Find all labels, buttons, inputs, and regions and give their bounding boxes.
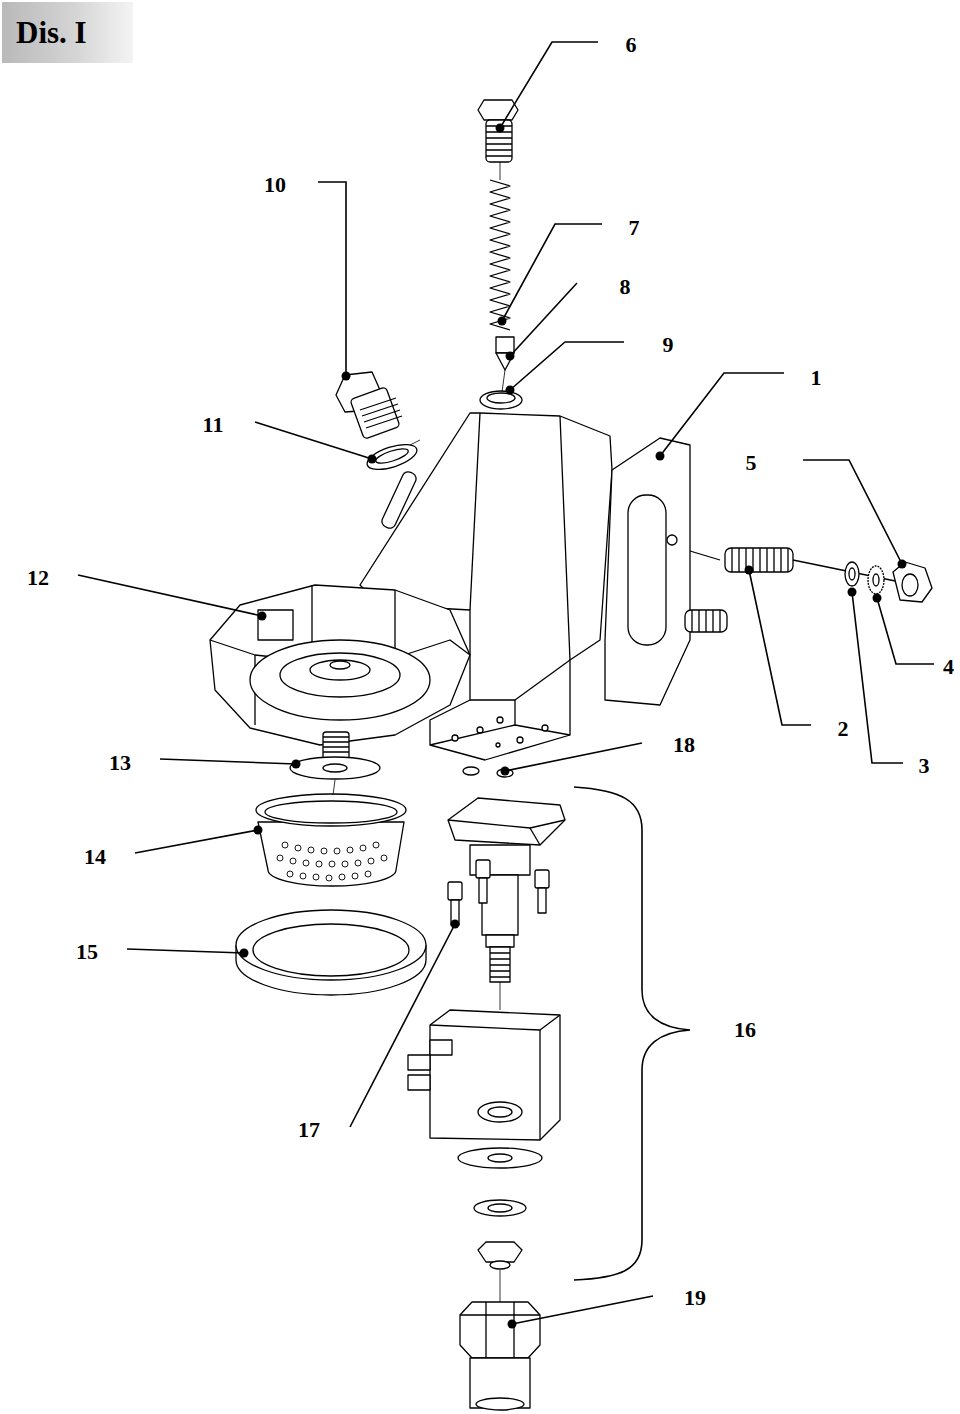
stud bbox=[685, 548, 793, 632]
callout-number: 1 bbox=[809, 366, 824, 390]
callout-number: 15 bbox=[74, 940, 100, 964]
ring-nut bbox=[210, 585, 470, 745]
callout-number: 7 bbox=[627, 216, 642, 240]
callout-number: 4 bbox=[941, 655, 956, 679]
callout-number: 13 bbox=[107, 751, 133, 775]
callout-number: 11 bbox=[201, 413, 226, 437]
title-box: Dis. I bbox=[2, 2, 133, 63]
callout-number: 3 bbox=[917, 754, 932, 778]
group-bracket bbox=[574, 787, 690, 1280]
callout-number: 14 bbox=[82, 845, 108, 869]
solenoid-coil bbox=[430, 1010, 560, 1140]
callout-number: 8 bbox=[618, 275, 633, 299]
callout-number: 17 bbox=[296, 1118, 322, 1142]
callout-number: 18 bbox=[671, 733, 697, 757]
title: Dis. I bbox=[2, 2, 133, 63]
callout-number: 12 bbox=[25, 566, 51, 590]
callout-number: 5 bbox=[744, 451, 759, 475]
flange-plate bbox=[605, 438, 690, 705]
callout-number: 16 bbox=[732, 1018, 758, 1042]
callout-number: 2 bbox=[836, 717, 851, 741]
leader-lines bbox=[78, 42, 934, 1324]
callout-number: 10 bbox=[262, 173, 288, 197]
callout-number: 6 bbox=[624, 33, 639, 57]
screw bbox=[448, 860, 549, 925]
callout-number: 19 bbox=[682, 1286, 708, 1310]
callout-number: 9 bbox=[661, 333, 676, 357]
